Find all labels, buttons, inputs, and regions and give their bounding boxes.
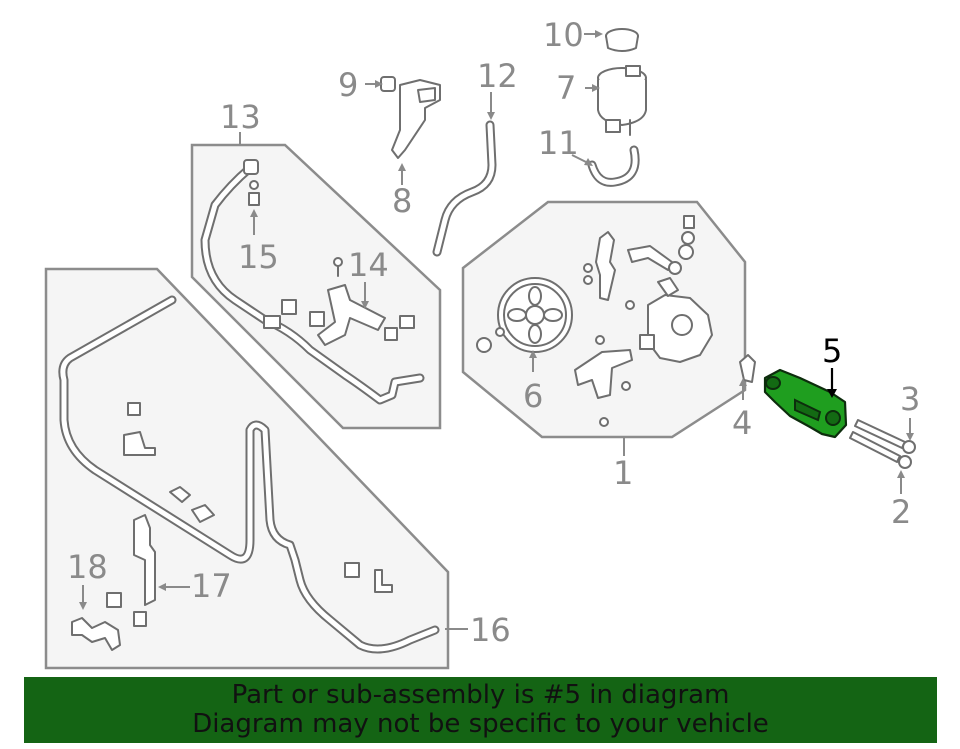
info-banner: Part or sub-assembly is #5 in diagram Di… <box>24 677 937 743</box>
clip-4 <box>739 354 756 383</box>
bracket-5-highlighted <box>763 368 848 439</box>
fitting-15 <box>248 180 260 206</box>
pump-fittings <box>476 215 695 427</box>
callout-17: 17 <box>191 567 232 605</box>
pulley-6 <box>497 277 573 353</box>
reservoir-bracket-8 <box>380 76 441 159</box>
callout-13: 13 <box>220 98 261 136</box>
banner-line-2: Diagram may not be specific to your vehi… <box>192 709 769 739</box>
callout-2: 2 <box>891 493 911 531</box>
callout-18: 18 <box>67 548 108 586</box>
hose-11 <box>587 145 640 187</box>
callout-9: 9 <box>338 66 358 104</box>
callout-1: 1 <box>613 454 633 492</box>
clamp-parts-16 <box>123 402 393 593</box>
pump-body <box>639 277 713 363</box>
callout-14: 14 <box>348 246 389 284</box>
callout-16: 16 <box>470 611 511 649</box>
suction-hose-12 <box>432 120 497 257</box>
bracket-17 <box>133 514 156 606</box>
bolt-3 <box>854 419 916 454</box>
cap-10 <box>605 28 639 52</box>
callout-4: 4 <box>732 404 752 442</box>
pressure-hose <box>200 159 425 405</box>
callout-8: 8 <box>392 182 412 220</box>
return-tube <box>58 295 440 654</box>
bracket-14 <box>281 257 415 346</box>
callout-3: 3 <box>900 380 920 418</box>
callout-5: 5 <box>822 332 842 370</box>
banner-line-1: Part or sub-assembly is #5 in diagram <box>231 680 730 710</box>
reservoir-7 <box>597 65 647 136</box>
clamp-18 <box>71 592 147 651</box>
callout-11: 11 <box>538 124 579 162</box>
callout-12: 12 <box>477 57 518 95</box>
callout-7: 7 <box>556 69 576 107</box>
panel-1 <box>461 200 747 439</box>
callout-6: 6 <box>523 377 543 415</box>
callout-15: 15 <box>238 238 279 276</box>
bolt-2 <box>849 431 912 469</box>
parts-diagram: 16 17 18 13 14 15 9 8 <box>44 16 920 670</box>
callout-10: 10 <box>543 16 584 54</box>
